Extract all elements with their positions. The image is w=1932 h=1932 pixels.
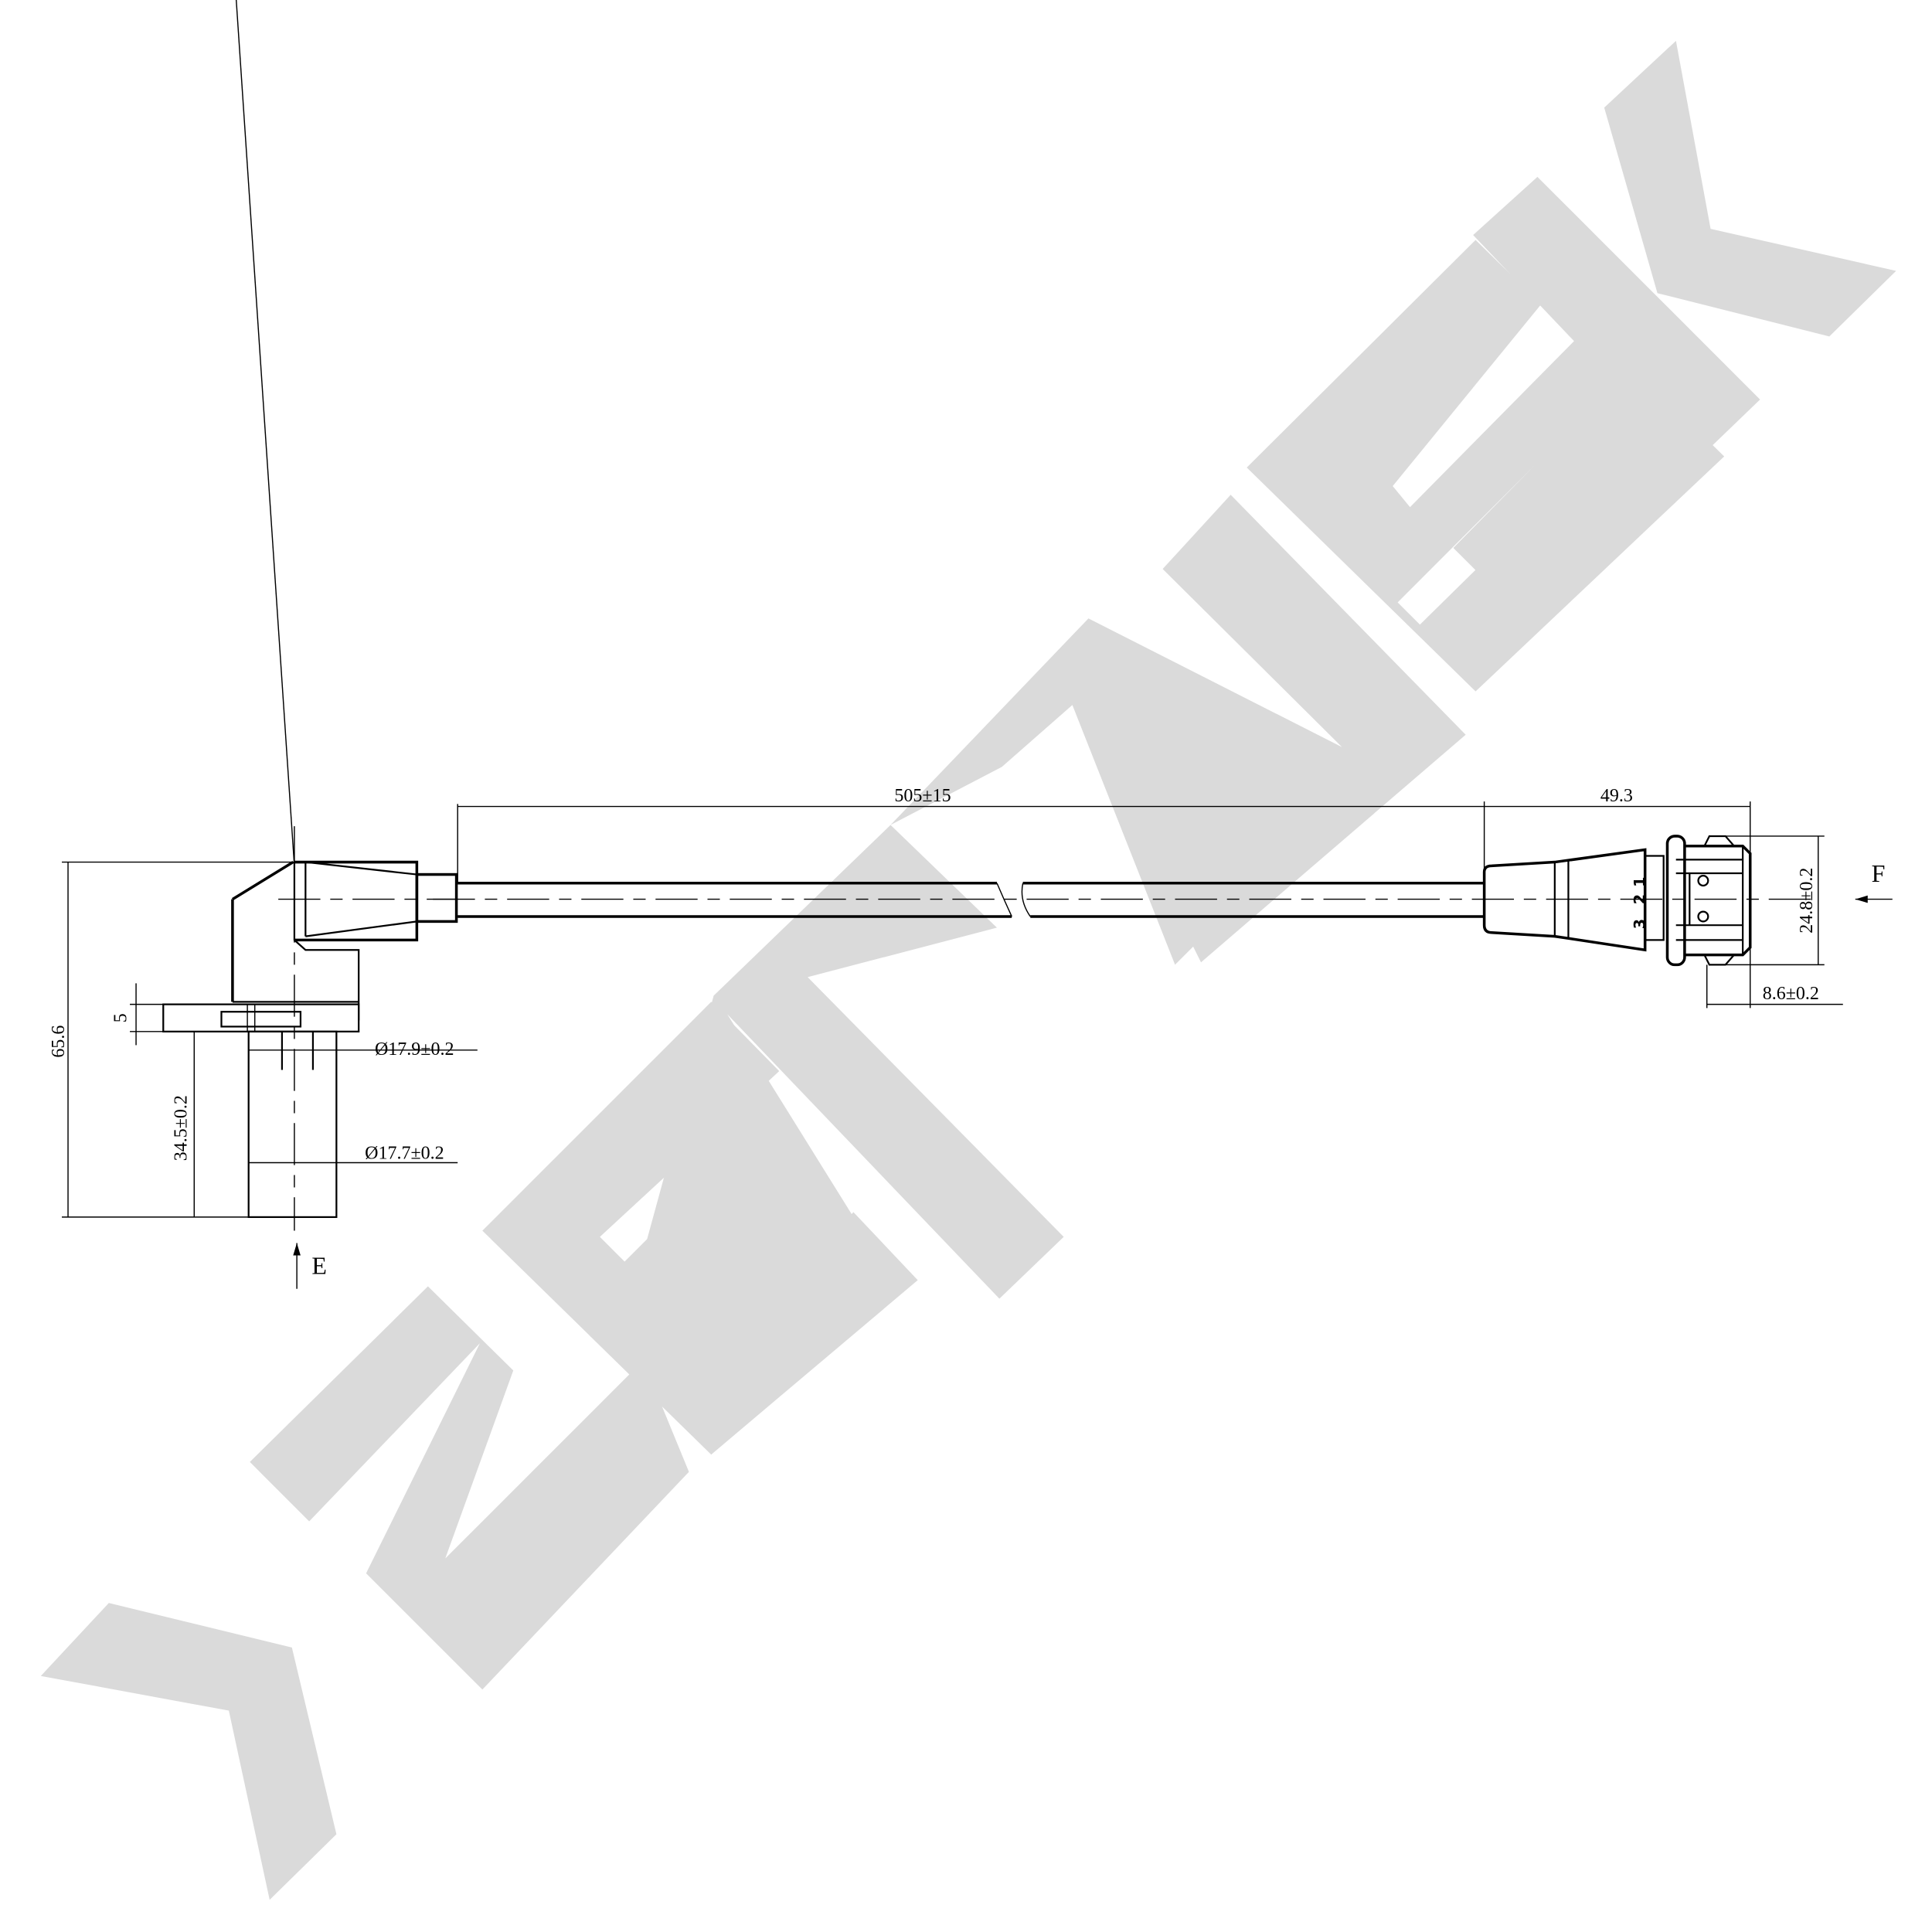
dim-flange: 5: [111, 1013, 131, 1022]
pin-label-1: 1: [1631, 876, 1649, 886]
dim-probe-length: 34.5±0.2: [172, 1095, 192, 1161]
sensor-body: [162, 0, 458, 1231]
dim-diameter-lower: Ø17.7±0.2: [365, 1144, 444, 1164]
dim-connector-depth: 8.6±0.2: [1763, 984, 1819, 1004]
pin-label-3: 3: [1631, 919, 1649, 929]
pin-label-2: 2: [1631, 894, 1649, 904]
connector: 1 2 3: [1482, 835, 1752, 967]
cable: [433, 882, 1818, 918]
dim-connector-length: 49.3: [1600, 786, 1633, 806]
watermark: [40, 40, 1896, 1900]
dim-overall-height: 65.6: [49, 1026, 69, 1058]
view-label-f: F: [1872, 859, 1886, 887]
dimensions: 65.6 5 34.5±0.2 Ø17.9±0.2 Ø17.7±0.2 E 50…: [49, 786, 1893, 1289]
dim-connector-height: 24.8±0.2: [1797, 868, 1817, 934]
dim-diameter-upper: Ø17.9±0.2: [375, 1039, 454, 1060]
view-label-e: E: [311, 1252, 327, 1280]
dim-cable-length: 505±15: [894, 786, 951, 806]
